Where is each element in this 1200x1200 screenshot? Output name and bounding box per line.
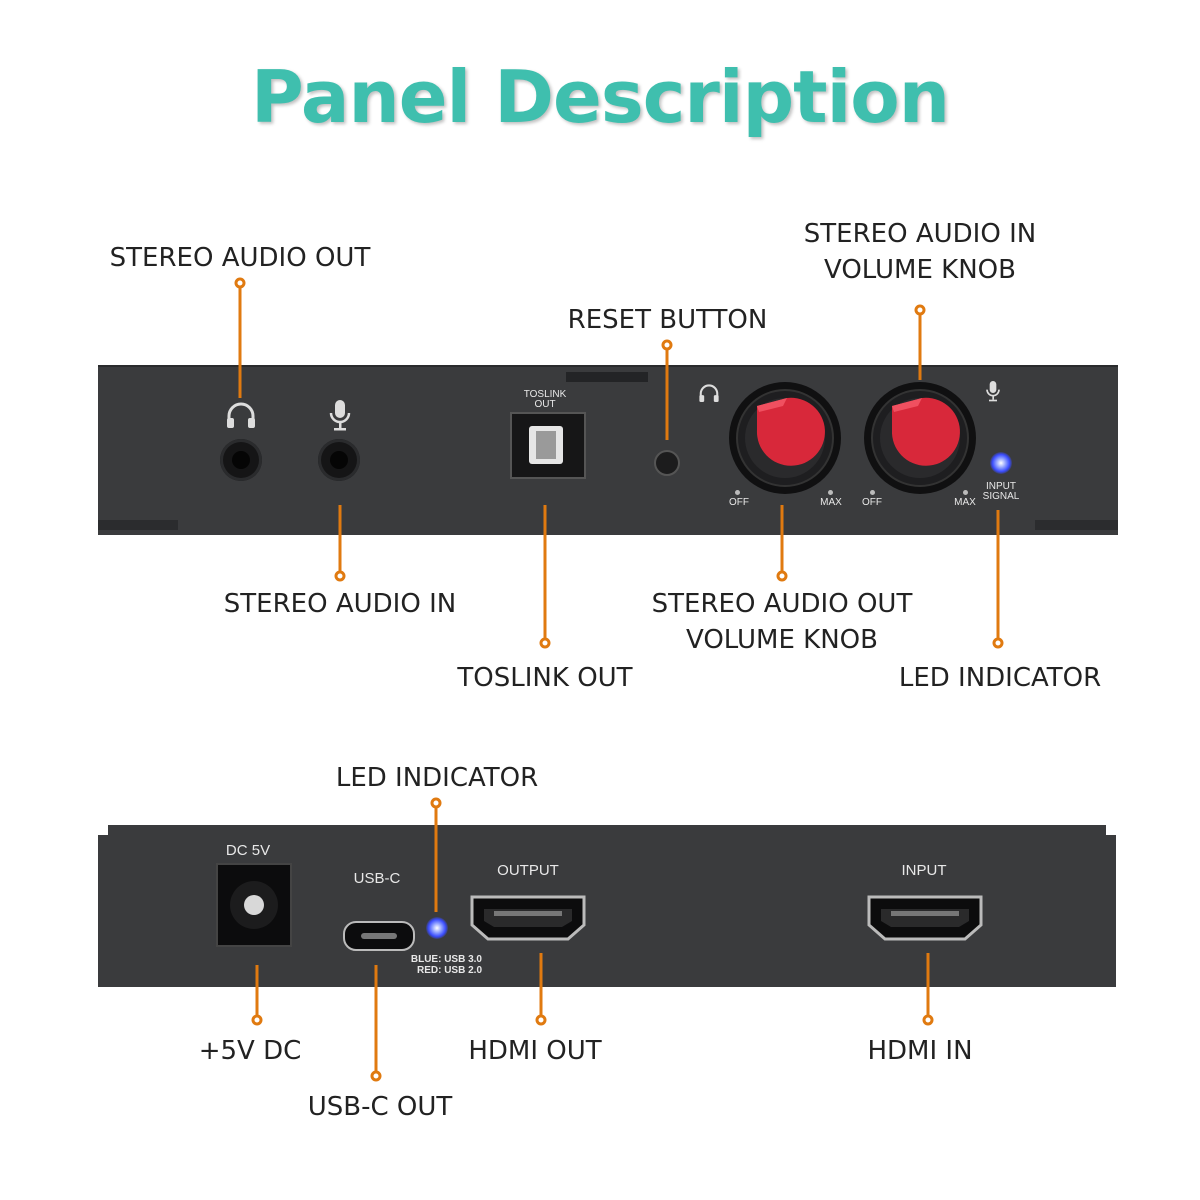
knob-dot <box>828 490 833 495</box>
toslink-port[interactable] <box>510 412 586 479</box>
rear-led-indicator <box>426 917 448 939</box>
dc5v-panel-label: DC 5V <box>225 842 271 859</box>
input-panel-label: INPUT <box>901 862 947 879</box>
rear-panel-notch <box>1106 825 1116 835</box>
microphone-icon <box>328 398 352 432</box>
usbc-port[interactable] <box>343 921 415 951</box>
dc-power-port[interactable] <box>216 863 292 947</box>
callout-reset-button: RESET BUTTON <box>567 305 768 335</box>
knob-max-label: MAX <box>954 497 976 508</box>
callout-hdmi-in: HDMI IN <box>867 1036 973 1066</box>
microphone-icon <box>985 378 1001 404</box>
panel-foot <box>1035 520 1118 530</box>
hdmi-output-port[interactable] <box>470 895 586 941</box>
callout-stereo-audio-out: STEREO AUDIO OUT <box>109 243 371 273</box>
stereo-audio-in-volume-knob[interactable] <box>862 380 978 496</box>
toslink-panel-label: TOSLINK OUT <box>523 389 567 410</box>
input-signal-label: INPUT SIGNAL <box>982 481 1020 502</box>
usbc-panel-label: USB-C <box>353 870 401 887</box>
knob-off-label: OFF <box>862 497 882 508</box>
front-panel-slot <box>566 372 648 382</box>
callout-5v-dc: +5V DC <box>198 1036 302 1066</box>
output-panel-label: OUTPUT <box>497 862 559 879</box>
callout-stereo-out-volume-knob: STEREO AUDIO OUT VOLUME KNOB <box>651 589 913 655</box>
hdmi-input-port[interactable] <box>867 895 983 941</box>
knob-dot <box>963 490 968 495</box>
stereo-audio-in-jack[interactable] <box>318 439 360 481</box>
stereo-audio-out-volume-knob[interactable] <box>727 380 843 496</box>
panel-foot <box>98 520 178 530</box>
stereo-audio-out-jack[interactable] <box>220 439 262 481</box>
rear-panel-notch <box>98 825 108 835</box>
reset-button[interactable] <box>654 450 680 476</box>
headphones-icon <box>698 382 720 404</box>
callout-hdmi-out: HDMI OUT <box>468 1036 602 1066</box>
knob-dot <box>735 490 740 495</box>
usb-led-legend: BLUE: USB 3.0 RED: USB 2.0 <box>410 954 482 976</box>
callout-front-led-indicator: LED INDICATOR <box>898 663 1102 693</box>
callout-stereo-in-volume-knob: STEREO AUDIO IN VOLUME KNOB <box>803 219 1037 285</box>
page-title: Panel Description <box>251 55 950 139</box>
knob-off-label: OFF <box>729 497 749 508</box>
front-led-indicator <box>990 452 1012 474</box>
callout-stereo-audio-in: STEREO AUDIO IN <box>223 589 457 619</box>
callout-toslink-out: TOSLINK OUT <box>457 663 633 693</box>
knob-max-label: MAX <box>820 497 842 508</box>
knob-dot <box>870 490 875 495</box>
callout-rear-led-indicator: LED INDICATOR <box>335 763 539 793</box>
headphones-icon <box>225 400 257 430</box>
callout-usbc-out: USB-C OUT <box>307 1092 453 1122</box>
